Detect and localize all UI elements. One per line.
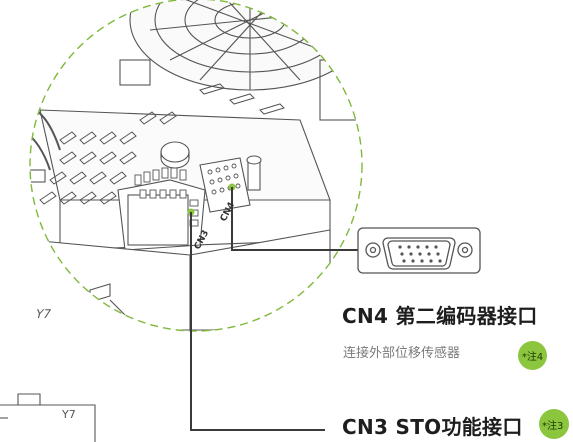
db15-connector-icon [357, 227, 481, 274]
cn3-connector [117, 141, 206, 251]
cn4-board-connector [199, 155, 262, 213]
zoomed-board-detail [30, 0, 362, 331]
cn3-leader-line [190, 212, 325, 431]
fan-grille [119, 0, 362, 121]
device-corner [0, 393, 96, 442]
y7-main-label: Y7 [33, 307, 53, 321]
zoom-circle [29, 0, 363, 332]
cn3-note-badge: *注3 [539, 409, 569, 439]
cn4-note-badge: *注4 [518, 341, 547, 370]
cn4-description: 连接外部位移传感器 [343, 346, 461, 361]
y7-small-label: Y7 [61, 408, 76, 421]
cn4-leader-line [231, 187, 358, 251]
cn3-title: CN3 STO功能接口 [342, 415, 523, 439]
cn4-title: CN4 第二编码器接口 [342, 304, 538, 328]
